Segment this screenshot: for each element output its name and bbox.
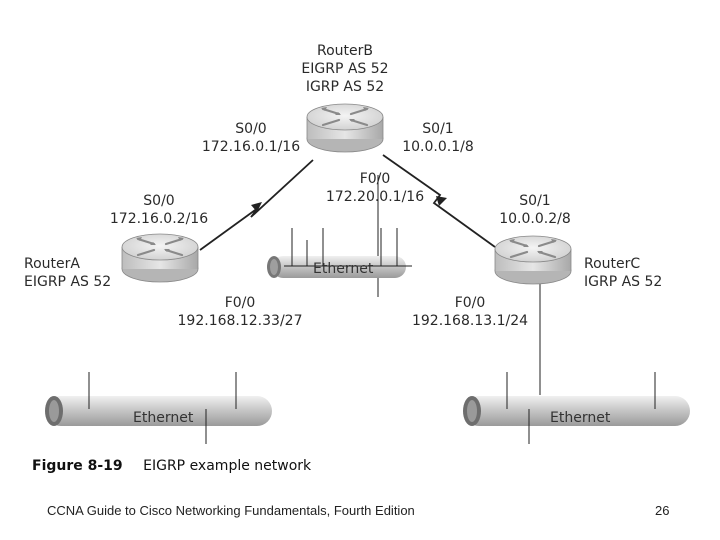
router-c-icon [493, 234, 573, 286]
router-a-f00-ip: 192.168.12.33/27 [177, 313, 303, 329]
router-a-label: RouterA EIGRP AS 52 [24, 255, 124, 291]
router-b-eigrp: EIGRP AS 52 [301, 61, 389, 77]
router-c-s01-name: S0/1 [519, 193, 551, 209]
router-c-f00-ip: 192.168.13.1/24 [411, 313, 529, 329]
router-a-s00-ip: 172.16.0.2/16 [109, 211, 209, 227]
router-a-f00-name: F0/0 [224, 295, 256, 311]
ethernet-right-label: Ethernet [550, 410, 611, 426]
router-b-s01-name: S0/1 [422, 121, 454, 137]
router-c-s01-ip: 10.0.0.2/8 [499, 211, 571, 227]
router-a-eigrp: EIGRP AS 52 [24, 274, 112, 290]
ethernet-left-label: Ethernet [133, 410, 194, 426]
router-a-icon [120, 232, 200, 284]
figure-title: EIGRP example network [143, 458, 312, 474]
router-b-icon [305, 102, 385, 154]
serial-link-a-b [199, 159, 314, 251]
router-b-s00-label: S0/0 172.16.0.1/16 [196, 120, 306, 156]
router-c-label: RouterC IGRP AS 52 [584, 255, 684, 291]
serial-link-zigzag-left [251, 202, 262, 212]
footer-page-number: 26 [655, 503, 670, 518]
router-c-igrp: IGRP AS 52 [584, 274, 663, 290]
router-c-s01-label: S0/1 10.0.0.2/8 [490, 192, 580, 228]
router-a-s00-label: S0/0 172.16.0.2/16 [104, 192, 214, 228]
router-c-name: RouterC [584, 256, 641, 272]
router-b-label: RouterB EIGRP AS 52 IGRP AS 52 [290, 42, 400, 96]
figure-caption: Figure 8-19 EIGRP example network [32, 458, 311, 474]
router-b-f00-name: F0/0 [359, 171, 391, 187]
router-a-name: RouterA [24, 256, 80, 272]
router-b-s00-name: S0/0 [235, 121, 267, 137]
router-b-f00-label: F0/0 172.20.0.1/16 [320, 170, 430, 206]
router-a-f00-label: F0/0 192.168.12.33/27 [170, 294, 310, 330]
router-c-f00-name: F0/0 [454, 295, 486, 311]
footer-book-title: CCNA Guide to Cisco Networking Fundament… [47, 503, 415, 518]
router-b-igrp: IGRP AS 52 [305, 79, 385, 95]
router-b-s01-label: S0/1 10.0.0.1/8 [388, 120, 488, 156]
router-b-s00-ip: 172.16.0.1/16 [201, 139, 301, 155]
ethernet-right [463, 372, 690, 444]
router-b-f00-ip: 172.20.0.1/16 [325, 189, 425, 205]
ethernet-middle-label: Ethernet [313, 261, 374, 277]
serial-link-zigzag-right [436, 196, 447, 206]
router-a-s00-name: S0/0 [143, 193, 175, 209]
ethernet-left [45, 372, 272, 444]
ethernet-middle [267, 228, 412, 278]
router-c-f00-label: F0/0 192.168.13.1/24 [400, 294, 540, 330]
figure-number: Figure 8-19 [32, 458, 123, 474]
router-b-s01-ip: 10.0.0.1/8 [402, 139, 474, 155]
router-b-name: RouterB [317, 43, 373, 59]
